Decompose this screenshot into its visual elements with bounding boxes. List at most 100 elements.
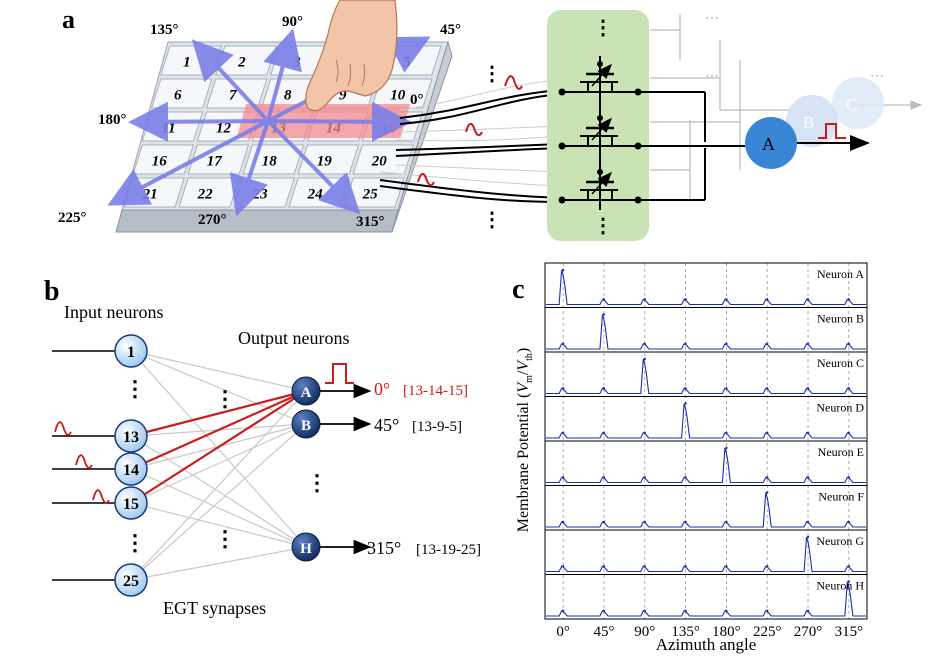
- peak-point: [684, 387, 687, 390]
- input-neuron: [114, 486, 148, 520]
- peak-point: [847, 580, 851, 583]
- peak-point: [725, 565, 728, 568]
- peak-point: [847, 298, 851, 301]
- peak-point: [684, 476, 687, 479]
- series-label: Neuron H: [816, 579, 864, 593]
- synapse-line: [130, 423, 307, 581]
- neuron-c-label: C: [846, 95, 857, 114]
- key-number: 25: [362, 187, 379, 203]
- synapse-line: [130, 502, 307, 548]
- peak-point: [561, 565, 565, 568]
- input-spike: [75, 454, 93, 469]
- peak-point: [847, 565, 851, 568]
- peak-point: [806, 431, 810, 435]
- peak-point: [847, 387, 851, 390]
- peak-point: [806, 535, 810, 539]
- series-trace: [546, 536, 866, 573]
- key-number: 7: [229, 88, 237, 104]
- peak-point: [684, 298, 687, 301]
- faded-crossbar: [650, 14, 923, 200]
- subplot-frame: [544, 574, 868, 620]
- faded-dots-2: ⋯: [705, 69, 719, 84]
- key-number: 17: [207, 154, 223, 170]
- peak-point: [684, 342, 687, 346]
- peak-point: [561, 609, 565, 613]
- peak-point: [766, 476, 769, 479]
- peak-point: [561, 342, 565, 346]
- input-neuron: [114, 563, 148, 597]
- cable-dots-bottom: ⋮: [482, 209, 502, 231]
- peak-point: [806, 342, 810, 346]
- peak-point: [766, 342, 769, 346]
- peak-point: [602, 520, 606, 524]
- input-spikes: [417, 75, 523, 187]
- key-number: 12: [216, 121, 232, 137]
- panel-a-label: a: [62, 5, 75, 34]
- peak-point: [766, 298, 769, 301]
- series-trace: [546, 269, 866, 306]
- neuron-a: [745, 117, 797, 169]
- synapse-line: [130, 423, 307, 504]
- x-tick-label: 45°: [593, 624, 614, 640]
- peak-point: [847, 431, 851, 435]
- peak-point: [561, 431, 565, 435]
- angle-45: 45°: [440, 22, 461, 38]
- output-neuron-label: H: [300, 541, 312, 557]
- x-tick-label: 135°: [671, 624, 700, 640]
- peak-point: [643, 476, 646, 479]
- peak-point: [766, 565, 769, 568]
- peak-point: [684, 402, 687, 405]
- peak-point: [643, 609, 646, 613]
- series-label: Neuron E: [818, 445, 864, 459]
- series-trace: [546, 447, 866, 484]
- key-number: 3: [292, 55, 301, 71]
- egt-devices: [558, 61, 642, 204]
- input-neuron: [114, 452, 148, 486]
- output-neuron-label: B: [301, 418, 311, 434]
- faded-dots-3: ⋯: [870, 69, 884, 84]
- ellipsis-dots: ⋮: [124, 376, 146, 401]
- input-neuron-label: 15: [123, 496, 139, 513]
- key-cap: [150, 78, 213, 109]
- peak-point: [766, 431, 769, 435]
- peak-point: [602, 431, 606, 435]
- neuron-a-label: A: [762, 134, 775, 154]
- peak-point: [806, 520, 810, 524]
- angle-180: 180°: [98, 112, 127, 128]
- key-number: 5: [403, 55, 411, 71]
- peak-point: [643, 431, 646, 435]
- cables: [379, 79, 561, 203]
- key-number: 1: [183, 55, 191, 71]
- peak-point: [561, 387, 565, 390]
- x-tick-label: 180°: [712, 624, 741, 640]
- key-number: 20: [371, 154, 388, 170]
- peak-point: [643, 342, 646, 346]
- out-a-keys: [13-14-15]: [403, 383, 468, 399]
- cable-dots-top: ⋮: [482, 63, 502, 85]
- synapse-line: [130, 350, 307, 425]
- series-label: Neuron G: [816, 534, 864, 548]
- synapse-label: EGT synapses: [163, 598, 266, 618]
- peak-point: [561, 520, 565, 524]
- key-number: 21: [142, 187, 158, 203]
- series-label: Neuron F: [818, 490, 864, 504]
- x-tick-label: 225°: [753, 624, 782, 640]
- peak-point: [643, 565, 646, 568]
- peak-point: [725, 298, 728, 301]
- out-a-angle: 0°: [374, 379, 390, 399]
- output-pulse: [818, 123, 846, 139]
- key-number: 24: [307, 187, 324, 203]
- angle-315: 315°: [356, 214, 385, 230]
- series-label: Neuron B: [817, 312, 864, 326]
- egt-synapse-device: [558, 61, 642, 96]
- peak-point: [643, 520, 646, 524]
- peak-point: [602, 313, 606, 316]
- x-tick-label: 315°: [835, 624, 864, 640]
- angle-270: 270°: [198, 212, 227, 228]
- peak-point: [561, 476, 565, 479]
- series-label: Neuron C: [817, 356, 864, 370]
- x-tick-label: 270°: [794, 624, 823, 640]
- series-label: Neuron D: [816, 401, 864, 415]
